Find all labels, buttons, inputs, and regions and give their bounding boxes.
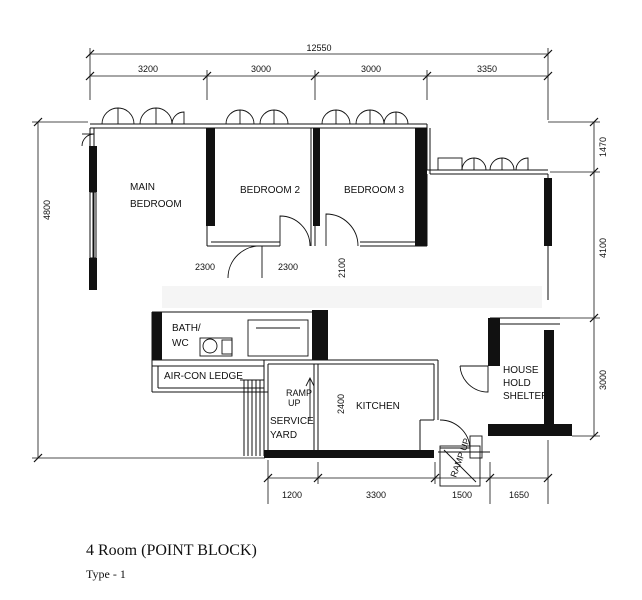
dim-top-1: 3200: [138, 64, 158, 74]
label-shelter-1: HOUSE: [503, 365, 539, 376]
label-shelter-3: SHELTER: [503, 391, 548, 402]
thick-walls: [89, 128, 572, 458]
dim-top-4: 3350: [477, 64, 497, 74]
dim-corridor-left: 2300: [195, 262, 215, 272]
dim-bottom-2: 3300: [366, 490, 386, 500]
dimension-ticks: [33, 49, 599, 483]
label-kitchen: KITCHEN: [356, 401, 400, 412]
left-window: [89, 191, 97, 259]
top-windows: [81, 107, 529, 171]
label-bedroom-3: BEDROOM 3: [344, 185, 404, 196]
dim-left-height: 4800: [42, 200, 52, 220]
dim-overall-width: 12550: [306, 43, 331, 53]
label-service-yard-1: SERVICE: [270, 416, 314, 427]
label-bedroom-2: BEDROOM 2: [240, 185, 300, 196]
bath-fixtures: [199, 319, 309, 357]
dim-right-bottom: 3000: [598, 370, 608, 390]
door-swings: [227, 213, 489, 449]
label-shelter-2: HOLD: [503, 378, 531, 389]
label-ramp-up-1: RAMP: [286, 388, 312, 398]
label-bath-1: BATH/: [172, 323, 201, 334]
faded-area: [162, 286, 542, 308]
plan-type: Type - 1: [86, 567, 126, 581]
dim-top-3: 3000: [361, 64, 381, 74]
dim-corridor-vertical: 2100: [337, 258, 347, 278]
label-bath-2: WC: [172, 338, 189, 349]
dim-right-mid: 4100: [598, 238, 608, 258]
label-main-bedroom-2: BEDROOM: [130, 199, 182, 210]
label-service-yard-2: YARD: [270, 430, 297, 441]
dim-bottom-3: 1500: [452, 490, 472, 500]
plan-title: 4 Room (POINT BLOCK): [86, 542, 257, 559]
ramp-arrow: [305, 376, 315, 420]
dim-kitchen-height: 2400: [336, 394, 346, 414]
dim-bottom-1: 1200: [282, 490, 302, 500]
dim-corridor-right: 2300: [278, 262, 298, 272]
dim-right-top: 1470: [598, 137, 608, 157]
label-aircon-ledge: AIR-CON LEDGE: [164, 371, 243, 382]
entrance-ramp: [439, 435, 483, 487]
label-ramp-up-2: UP: [288, 398, 301, 408]
dim-top-2: 3000: [251, 64, 271, 74]
dim-bottom-4: 1650: [509, 490, 529, 500]
label-main-bedroom-1: MAIN: [130, 182, 155, 193]
